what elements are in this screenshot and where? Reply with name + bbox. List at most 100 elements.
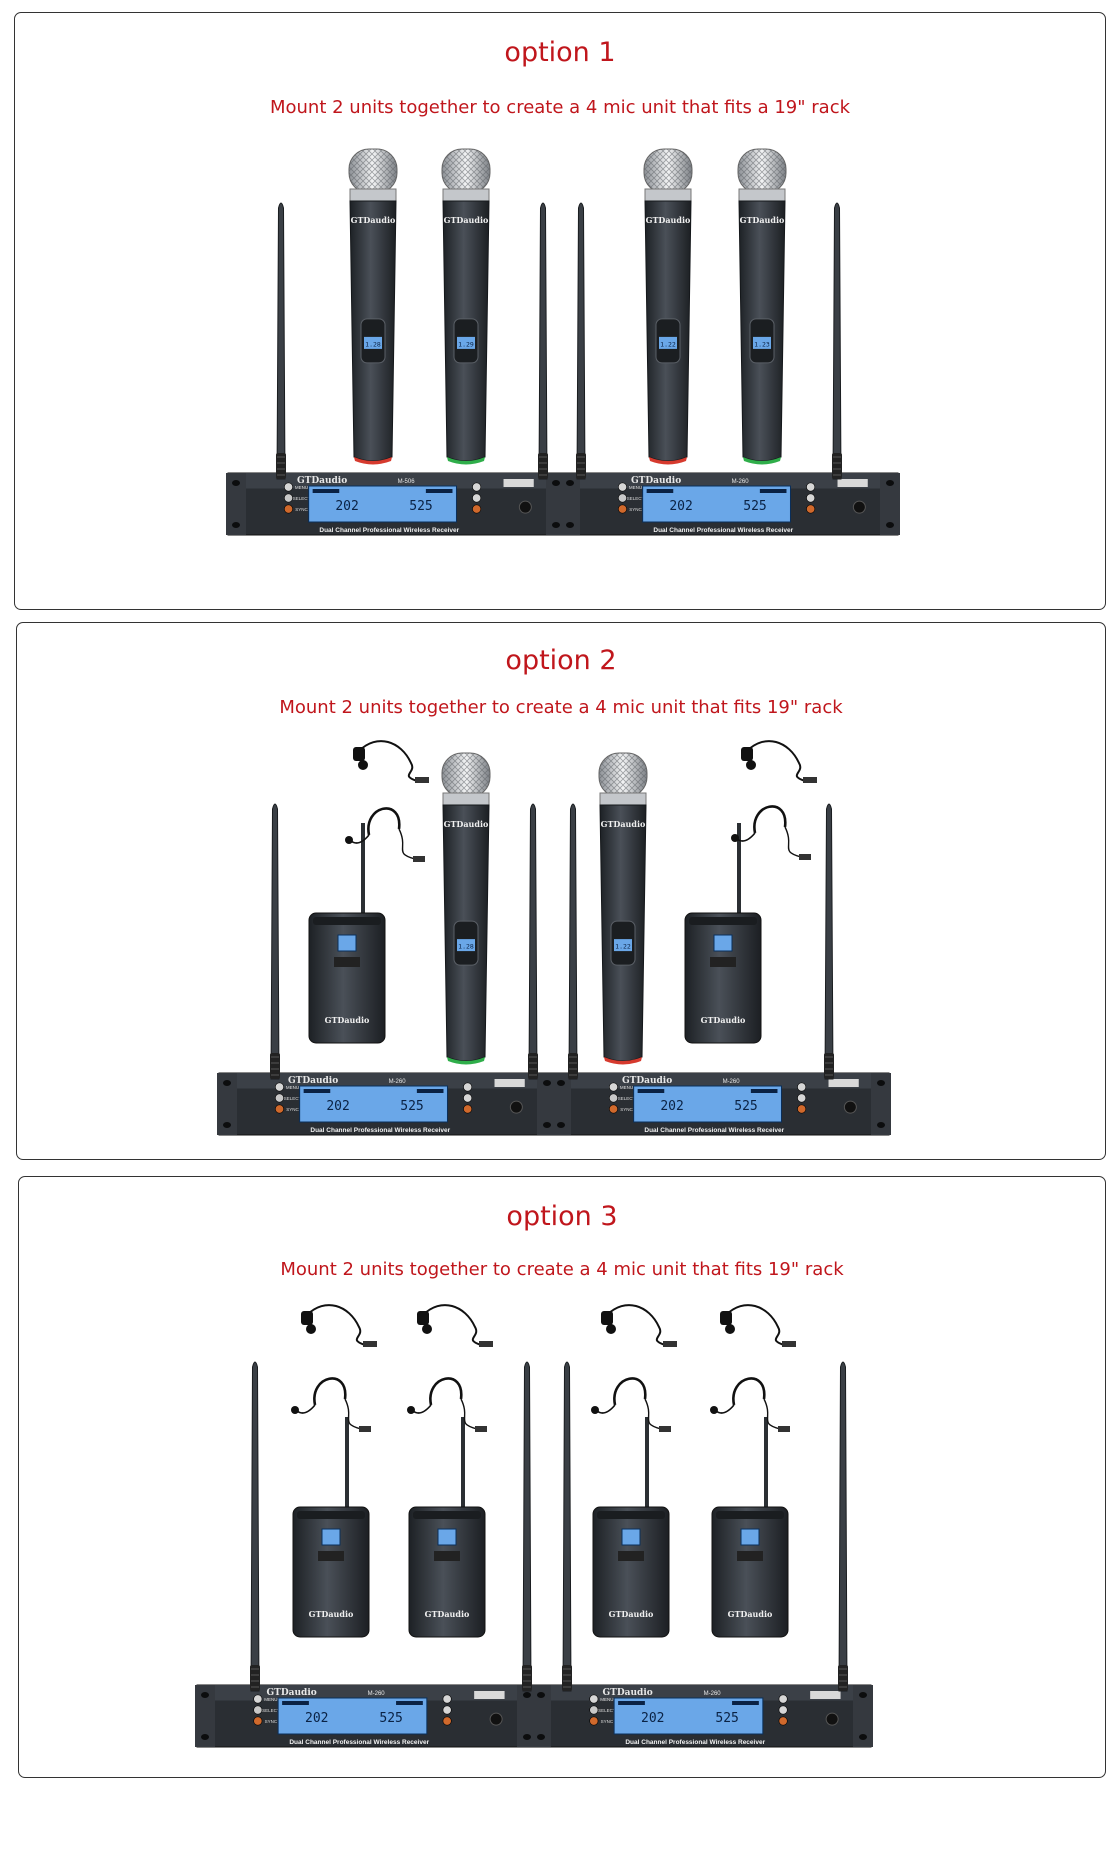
- bodypack-lcd: [713, 934, 733, 952]
- mic-collar: [644, 188, 692, 202]
- lcd-left-value: 202: [660, 1099, 683, 1114]
- button-label: MENU: [620, 1085, 633, 1090]
- antenna: [538, 202, 548, 480]
- lavalier-cable: [725, 1304, 785, 1346]
- lavalier-capsule: [422, 1324, 432, 1334]
- control-button: [778, 1716, 788, 1726]
- lcd-right-value: 525: [379, 1711, 402, 1726]
- lavalier-cable: [606, 1304, 666, 1346]
- rack-hole: [566, 522, 574, 528]
- button-label: SYNC: [286, 1107, 299, 1112]
- lavalier-connector: [782, 1341, 796, 1347]
- volume-knob: [825, 1712, 839, 1726]
- receiver-brand: GTDaudio: [631, 476, 681, 486]
- lcd-right-value: 525: [743, 499, 766, 514]
- control-button: [797, 1093, 807, 1103]
- rack-hole: [223, 1080, 231, 1086]
- lcd-left-value: 202: [326, 1099, 349, 1114]
- lavalier-clip: [741, 747, 753, 761]
- control-button: [253, 1716, 263, 1726]
- antenna-base: [270, 1053, 280, 1079]
- control-button: [617, 504, 627, 514]
- bodypack-body: [684, 912, 762, 1044]
- headset-connector: [659, 1426, 671, 1432]
- control-button: [778, 1705, 788, 1715]
- headset-band: [613, 1377, 647, 1406]
- headset-connector: [475, 1426, 487, 1432]
- headset-capsule: [731, 834, 739, 842]
- headset-microphone: [731, 805, 811, 860]
- headset-band: [367, 807, 401, 836]
- bodypack-brand: GTDaudio: [728, 1609, 773, 1619]
- control-button: [463, 1082, 473, 1092]
- rack-ear: [195, 1685, 215, 1747]
- control-button: [806, 504, 816, 514]
- lavalier-cable: [358, 740, 418, 782]
- antenna: [838, 1361, 848, 1692]
- mic-color-ring: [649, 457, 687, 465]
- bodypack-brand: GTDaudio: [309, 1609, 354, 1619]
- bodypack-brand: GTDaudio: [701, 1015, 746, 1025]
- headset-connector: [778, 1426, 790, 1432]
- bodypack-buttons: [618, 1551, 644, 1561]
- ir-window: [837, 479, 868, 487]
- headset-cable: [344, 1398, 362, 1430]
- receiver-model: M-260: [389, 1079, 407, 1085]
- headset-connector: [413, 856, 425, 862]
- rack-hole: [859, 1734, 867, 1740]
- rack-ear: [871, 1073, 891, 1135]
- rack-hole: [557, 1122, 565, 1128]
- headset-boom: [715, 1404, 735, 1414]
- lavalier-cable: [422, 1304, 482, 1346]
- bodypack-body: [408, 1506, 486, 1638]
- control-button: [463, 1093, 473, 1103]
- control-button: [274, 1104, 284, 1114]
- antenna-base: [528, 1053, 538, 1079]
- lavalier-clip: [301, 1311, 313, 1325]
- mic-brand: GTDaudio: [601, 819, 646, 829]
- lavalier-cable: [306, 1304, 366, 1346]
- lavalier-capsule: [725, 1324, 735, 1334]
- antenna-base: [824, 1053, 834, 1079]
- rack-hole: [877, 1122, 885, 1128]
- receiver-label: Dual Channel Professional Wireless Recei…: [653, 527, 793, 534]
- receiver-brand: GTDaudio: [266, 1688, 316, 1698]
- button-label: SYNC: [265, 1719, 278, 1724]
- antenna: [250, 1361, 260, 1692]
- rack-hole: [552, 480, 560, 486]
- lavalier-capsule: [746, 760, 756, 770]
- lavalier-microphone: [601, 1304, 677, 1347]
- mic-lcd-value: 1.29: [458, 340, 474, 348]
- mic-color-ring: [447, 457, 485, 465]
- rack-ear: [531, 1685, 551, 1747]
- volume-knob: [843, 1100, 857, 1114]
- mic-brand: GTDaudio: [646, 215, 691, 225]
- control-button: [797, 1082, 807, 1092]
- bodypack-brand: GTDaudio: [325, 1015, 370, 1025]
- control-button: [806, 493, 816, 503]
- ir-window: [494, 1079, 525, 1087]
- ir-window: [828, 1079, 859, 1087]
- headset-boom: [296, 1404, 316, 1414]
- headset-capsule: [407, 1406, 415, 1414]
- antenna-base: [838, 1665, 848, 1691]
- mic-lcd: [614, 939, 632, 952]
- bodypack-body: [592, 1506, 670, 1638]
- headset-band: [732, 1377, 766, 1406]
- control-button: [797, 1104, 807, 1114]
- bodypack-antenna: [737, 823, 741, 915]
- lavalier-connector: [803, 777, 817, 783]
- control-button: [608, 1093, 618, 1103]
- control-button: [589, 1716, 599, 1726]
- bodypack-buttons: [334, 957, 360, 967]
- lcd-right-value: 525: [734, 1099, 757, 1114]
- headset-microphone: [710, 1377, 790, 1432]
- mic-brand: GTDaudio: [444, 819, 489, 829]
